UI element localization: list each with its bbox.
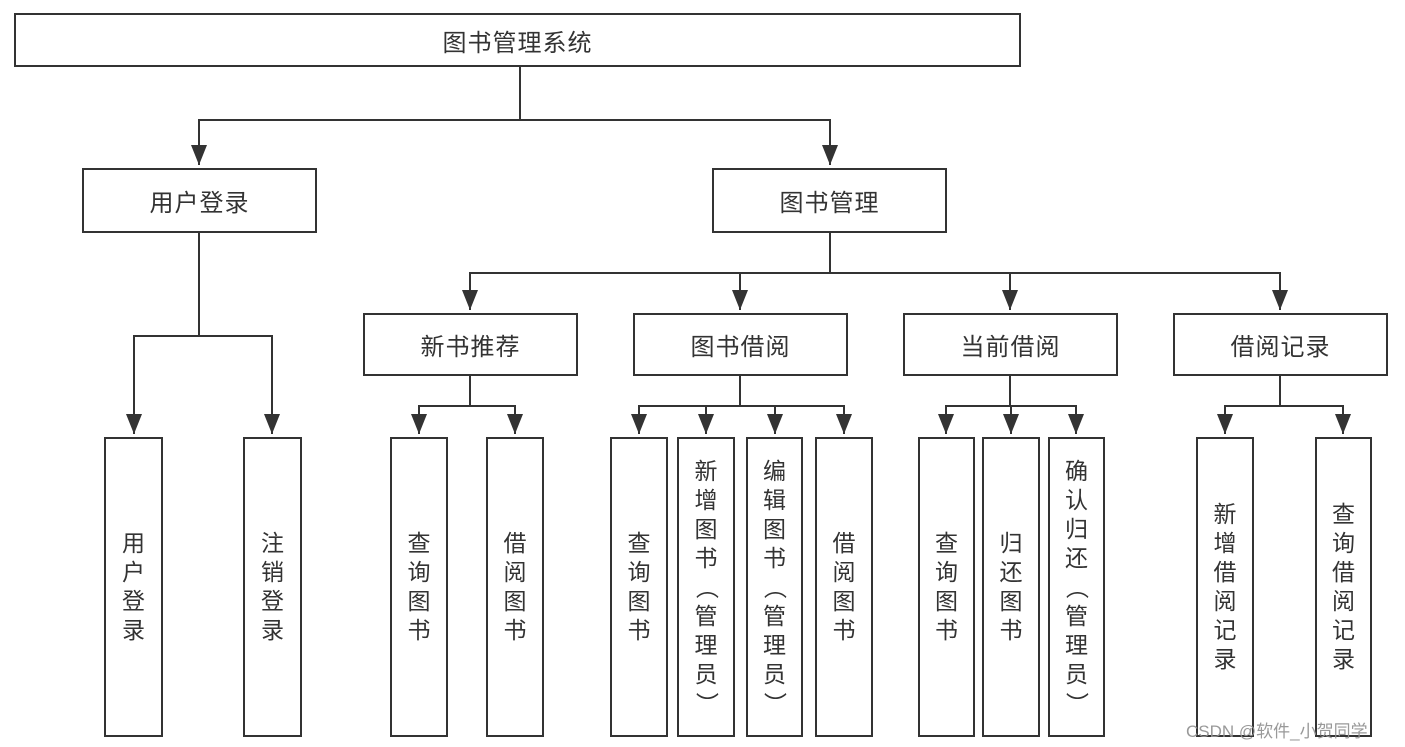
leaf-borrow-books-recommend: 借阅图书 — [486, 437, 544, 737]
vertical-char: 录 — [1213, 646, 1237, 672]
vertical-char: 图 — [407, 588, 431, 614]
vertical-char: 询 — [1332, 530, 1355, 556]
vertical-char: 户 — [122, 559, 145, 585]
vertical-char: （ — [762, 575, 788, 599]
vertical-char: 图 — [694, 515, 718, 542]
leaf-return-books: 归还图书 — [982, 437, 1040, 737]
vertical-char: 管 — [694, 602, 718, 629]
leaf-add-borrow-record: 新增借阅记录 — [1196, 437, 1254, 737]
vertical-char: 询 — [407, 559, 431, 585]
vertical-char: 查 — [407, 530, 431, 556]
vertical-char: 阅 — [1213, 588, 1237, 614]
vertical-char: 注 — [261, 530, 284, 556]
leaf-logout: 注销登录 — [243, 437, 302, 737]
vertical-char: 录 — [261, 617, 284, 643]
connector-group — [126, 67, 1351, 434]
vertical-char: 阅 — [503, 559, 527, 585]
node-current-borrow: 当前借阅 — [903, 313, 1118, 376]
vertical-char: 员 — [1065, 660, 1088, 687]
vertical-char: ） — [1064, 691, 1090, 715]
vertical-char: 图 — [935, 588, 958, 614]
leaf-borrow-books: 借阅图书 — [815, 437, 873, 737]
vertical-char: 还 — [999, 559, 1023, 585]
leaf-query-borrow-record: 查询借阅记录 — [1315, 437, 1372, 737]
node-root-system: 图书管理系统 — [14, 13, 1021, 67]
vertical-char: （ — [693, 575, 720, 599]
vertical-char: 借 — [1332, 559, 1355, 585]
node-book-management: 图书管理 — [712, 168, 947, 233]
vertical-char: 图 — [627, 588, 651, 614]
vertical-char: 还 — [1065, 544, 1088, 571]
vertical-char: 书 — [832, 617, 856, 643]
vertical-char: ） — [762, 691, 788, 715]
vertical-char: 图 — [832, 588, 856, 614]
vertical-char: 理 — [1065, 631, 1088, 658]
vertical-char: 图 — [503, 588, 527, 614]
vertical-char: 认 — [1065, 486, 1088, 513]
node-user-login: 用户登录 — [82, 168, 317, 233]
vertical-char: 新 — [694, 457, 718, 484]
vertical-char: 查 — [935, 530, 958, 556]
vertical-char: 登 — [122, 588, 145, 614]
node-book-borrow: 图书借阅 — [633, 313, 848, 376]
vertical-char: 查 — [627, 530, 651, 556]
watermark: CSDN @软件_小贺同学 — [1186, 722, 1368, 741]
vertical-char: 录 — [122, 617, 145, 643]
vertical-char: 管 — [763, 602, 786, 629]
vertical-char: ） — [693, 691, 720, 715]
leaf-query-books-recommend: 查询图书 — [390, 437, 448, 737]
vertical-char: 书 — [627, 617, 651, 643]
vertical-char: 归 — [999, 530, 1023, 556]
vertical-char: 销 — [261, 559, 284, 585]
vertical-char: 录 — [1332, 646, 1355, 672]
vertical-char: 归 — [1065, 515, 1088, 542]
leaf-user-login: 用户登录 — [104, 437, 163, 737]
vertical-char: 书 — [999, 617, 1023, 643]
vertical-char: 员 — [694, 660, 718, 687]
vertical-char: 借 — [832, 530, 856, 556]
vertical-char: 登 — [261, 588, 284, 614]
vertical-char: 书 — [503, 617, 527, 643]
leaf-query-books-borrow: 查询图书 — [610, 437, 668, 737]
vertical-char: 管 — [1065, 602, 1088, 629]
leaf-confirm-return-admin: 确认归还 （ 管理员 ） — [1048, 437, 1105, 737]
vertical-char: 书 — [935, 617, 958, 643]
vertical-char: 图 — [999, 588, 1023, 614]
vertical-char: 记 — [1213, 617, 1237, 643]
vertical-char: 借 — [503, 530, 527, 556]
vertical-char: 确 — [1065, 457, 1088, 484]
vertical-char: 阅 — [832, 559, 856, 585]
vertical-char: 阅 — [1332, 588, 1355, 614]
vertical-char: 增 — [694, 486, 718, 513]
vertical-char: 询 — [627, 559, 651, 585]
vertical-char: （ — [1064, 575, 1090, 599]
node-new-book-recommend: 新书推荐 — [363, 313, 578, 376]
vertical-char: 记 — [1332, 617, 1355, 643]
vertical-char: 借 — [1213, 559, 1237, 585]
vertical-char: 查 — [1332, 501, 1355, 527]
vertical-char: 员 — [763, 660, 786, 687]
leaf-edit-books-admin: 编辑图书 （ 管理员 ） — [746, 437, 803, 737]
vertical-char: 理 — [763, 631, 786, 658]
vertical-char: 书 — [763, 544, 786, 571]
vertical-char: 新 — [1213, 501, 1237, 527]
leaf-query-books-current: 查询图书 — [918, 437, 975, 737]
vertical-char: 辑 — [763, 486, 786, 513]
vertical-char: 询 — [935, 559, 958, 585]
vertical-char: 书 — [694, 544, 718, 571]
node-borrow-record: 借阅记录 — [1173, 313, 1388, 376]
vertical-char: 书 — [407, 617, 431, 643]
vertical-char: 图 — [763, 515, 786, 542]
vertical-char: 增 — [1213, 530, 1237, 556]
vertical-char: 理 — [694, 631, 718, 658]
vertical-char: 用 — [122, 530, 145, 556]
vertical-char: 编 — [763, 457, 786, 484]
leaf-add-books-admin: 新增图书 （ 管理员 ） — [677, 437, 735, 737]
